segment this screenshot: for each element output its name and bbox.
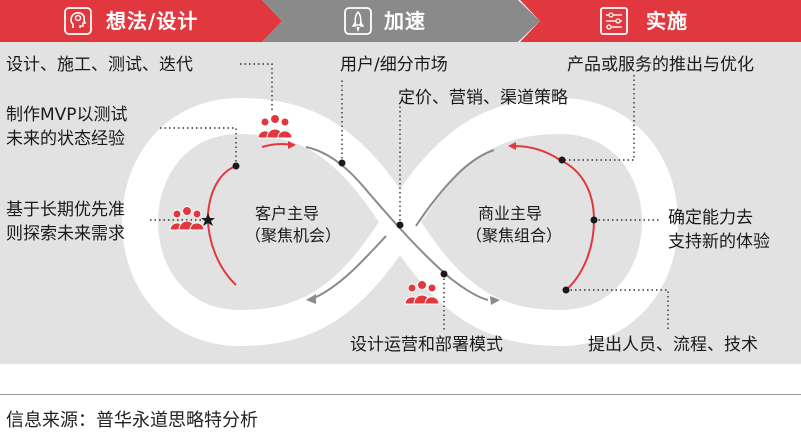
annotation-ops-model: 设计运营和部署模式 — [350, 335, 503, 355]
annotation-people-process: 提出人员、流程、技术 — [588, 335, 758, 355]
people-icon — [404, 280, 440, 305]
accelerate-path-return — [313, 235, 387, 299]
leader-lines — [150, 63, 669, 330]
rocket-icon — [344, 7, 372, 35]
left-loop-title: 客户主导 — [255, 204, 320, 223]
phase-label-design: 想法/设计 — [106, 9, 199, 33]
accelerate-path-up — [415, 149, 495, 227]
sliders-panel-icon — [600, 7, 628, 35]
phase-banner-design — [0, 0, 282, 42]
annotation-launch-optimize: 产品或服务的推出与优化 — [567, 55, 754, 75]
start-star — [201, 213, 215, 226]
right-loop-title: 商业主导 — [478, 204, 543, 223]
people-icon — [257, 114, 293, 139]
implement-arrowhead — [508, 142, 516, 150]
annotation-capability-line1: 确定能力去 — [668, 208, 753, 228]
design-arrowhead — [288, 141, 296, 149]
annotation-design-iterate: 设计、施工、测试、迭代 — [6, 55, 193, 75]
path-dots — [232, 156, 598, 294]
design-arc-top — [261, 142, 293, 148]
annotation-mvp-line1: 制作MVP以测试 — [6, 105, 128, 125]
source-divider — [0, 394, 801, 395]
annotation-explore-line1: 基于长期优先准 — [6, 200, 125, 220]
bulb-head-icon — [64, 7, 92, 35]
accelerate-arrowhead-right — [490, 296, 500, 305]
implement-arc — [559, 159, 596, 291]
annotation-capability-line2: 支持新的体验 — [668, 232, 770, 252]
phase-label-accelerate: 加速 — [384, 9, 426, 33]
source-note: 信息来源：普华永道思略特分析 — [6, 410, 258, 431]
design-arc — [206, 165, 237, 286]
implement-arc-top — [513, 145, 561, 161]
annotation-explore-line2: 则探索未来需求 — [6, 224, 125, 244]
left-loop-subtitle: （聚焦机会） — [245, 226, 342, 245]
annotation-mvp-line2: 未来的状态经验 — [6, 129, 125, 149]
phase-banner-accelerate — [262, 0, 540, 42]
phase-label-implement: 实施 — [646, 9, 688, 33]
right-loop-subtitle: （聚焦组合） — [466, 226, 563, 245]
accelerate-arrowhead-left — [306, 294, 316, 304]
annotation-users-segments: 用户/细分市场 — [340, 55, 448, 75]
annotation-pricing: 定价、营销、渠道策略 — [398, 88, 568, 108]
people-icon — [169, 206, 205, 231]
phase-banner-implement — [520, 0, 801, 42]
